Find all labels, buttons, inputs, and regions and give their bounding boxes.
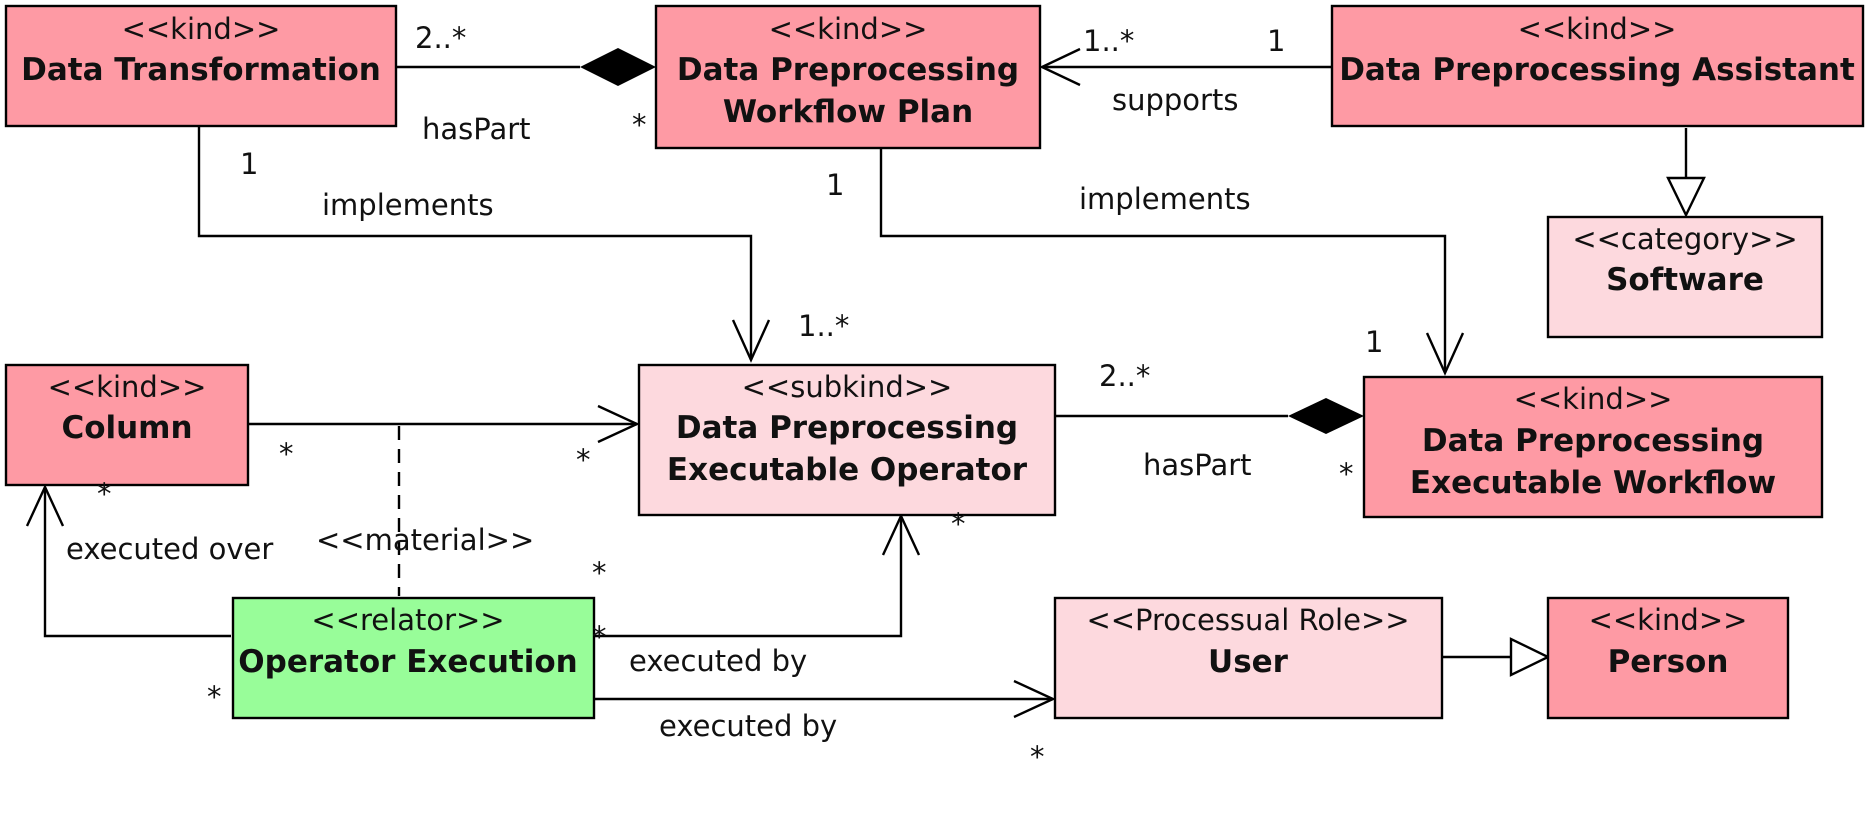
class-name: Data Transformation (21, 52, 381, 88)
multiplicity-label: 1 (1365, 325, 1383, 359)
multiplicity-label: * (1339, 457, 1354, 491)
executed-by-operator-edge (594, 513, 921, 638)
class-user[interactable]: <<Processual Role>> User (1053, 596, 1444, 720)
stereotype-label: <<kind>> (122, 12, 281, 46)
composition-diamond-icon (1288, 398, 1364, 434)
haspart-workflow-edge (1055, 398, 1364, 434)
relation-label: executed by (659, 709, 837, 743)
class-data-transformation[interactable]: <<kind>> Data Transformation (4, 4, 398, 128)
class-executable-operator[interactable]: <<subkind>> Data Preprocessing Executabl… (637, 363, 1057, 517)
stereotype-label: <<kind>> (769, 12, 928, 46)
relation-label: executed over (66, 532, 273, 566)
class-executable-workflow[interactable]: <<kind>> Data Preprocessing Executable W… (1362, 375, 1824, 519)
multiplicity-label: * (97, 477, 112, 511)
multiplicity-label: * (951, 507, 966, 541)
relation-label: executed by (629, 644, 807, 678)
class-name: Person (1608, 644, 1729, 680)
multiplicity-label: * (279, 437, 294, 471)
relation-label: supports (1112, 83, 1238, 117)
open-arrowhead-icon (1013, 679, 1056, 719)
stereotype-label: <<relator>> (311, 603, 504, 637)
multiplicity-label: * (207, 680, 222, 714)
multiplicity-label: * (576, 443, 591, 477)
class-name-line-2: Executable Workflow (1410, 465, 1776, 501)
class-person[interactable]: <<kind>> Person (1546, 596, 1790, 720)
relation-label: implements (322, 188, 494, 222)
stereotype-label: <<kind>> (1518, 12, 1677, 46)
column-operator-edge (248, 404, 640, 444)
multiplicity-label: 2..* (1099, 359, 1150, 393)
stereotype-label: <<kind>> (48, 370, 207, 404)
multiplicity-label: 1..* (798, 309, 849, 343)
open-arrowhead-icon (1039, 47, 1081, 87)
open-arrowhead-icon (731, 319, 771, 363)
class-workflow-plan[interactable]: <<kind>> Data Preprocessing Workflow Pla… (654, 4, 1042, 150)
user-person-generalization (1442, 637, 1551, 677)
executed-over-edge (25, 484, 231, 638)
implements-transformation-edge (197, 126, 771, 363)
multiplicity-label: * (592, 620, 607, 654)
class-name: Data Preprocessing Assistant (1339, 52, 1855, 88)
implements-plan-edge (879, 148, 1465, 376)
class-column[interactable]: <<kind>> Column (4, 363, 250, 487)
multiplicity-label: 1..* (1083, 24, 1134, 58)
multiplicity-label: 2..* (415, 21, 466, 55)
class-assistant[interactable]: <<kind>> Data Preprocessing Assistant (1330, 4, 1865, 128)
class-name: Operator Execution (238, 644, 577, 680)
class-name-line-1: Data Preprocessing (676, 410, 1018, 446)
supports-edge (1039, 47, 1332, 87)
class-name-line-1: Data Preprocessing (1422, 423, 1764, 459)
class-name-line-2: Executable Operator (667, 452, 1028, 488)
relation-label: hasPart (1143, 448, 1252, 482)
open-arrowhead-icon (597, 404, 640, 444)
class-name-line-1: Data Preprocessing (677, 52, 1019, 88)
open-arrowhead-icon (25, 484, 65, 527)
relation-label: hasPart (422, 112, 531, 146)
composition-diamond-icon (580, 48, 656, 86)
class-operator-execution[interactable]: <<relator>> Operator Execution (231, 596, 596, 720)
multiplicity-label: * (592, 556, 607, 590)
multiplicity-label: * (1030, 740, 1045, 774)
stereotype-label: <<subkind>> (742, 370, 953, 404)
stereotype-label: <<kind>> (1514, 382, 1673, 416)
open-arrowhead-icon (1425, 332, 1465, 376)
stereotype-label: <<category>> (1572, 222, 1797, 256)
relation-label: <<material>> (316, 523, 534, 557)
stereotype-label: <<kind>> (1589, 603, 1748, 637)
generalization-triangle-icon (1509, 637, 1551, 677)
multiplicity-label: * (632, 108, 647, 142)
class-name: Column (61, 410, 192, 446)
multiplicity-label: 1 (1267, 24, 1285, 58)
executed-by-user-edge (594, 679, 1056, 719)
stereotype-label: <<Processual Role>> (1086, 603, 1409, 637)
assistant-software-generalization (1666, 128, 1706, 218)
multiplicity-label: 1 (240, 147, 258, 181)
class-name: Software (1606, 262, 1764, 298)
generalization-triangle-icon (1666, 176, 1706, 218)
class-name: User (1208, 644, 1289, 680)
class-name-line-2: Workflow Plan (723, 94, 973, 130)
multiplicity-label: 1 (826, 168, 844, 202)
class-software[interactable]: <<category>> Software (1546, 215, 1824, 339)
relation-label: implements (1079, 182, 1251, 216)
haspart-plan-edge (396, 48, 656, 86)
